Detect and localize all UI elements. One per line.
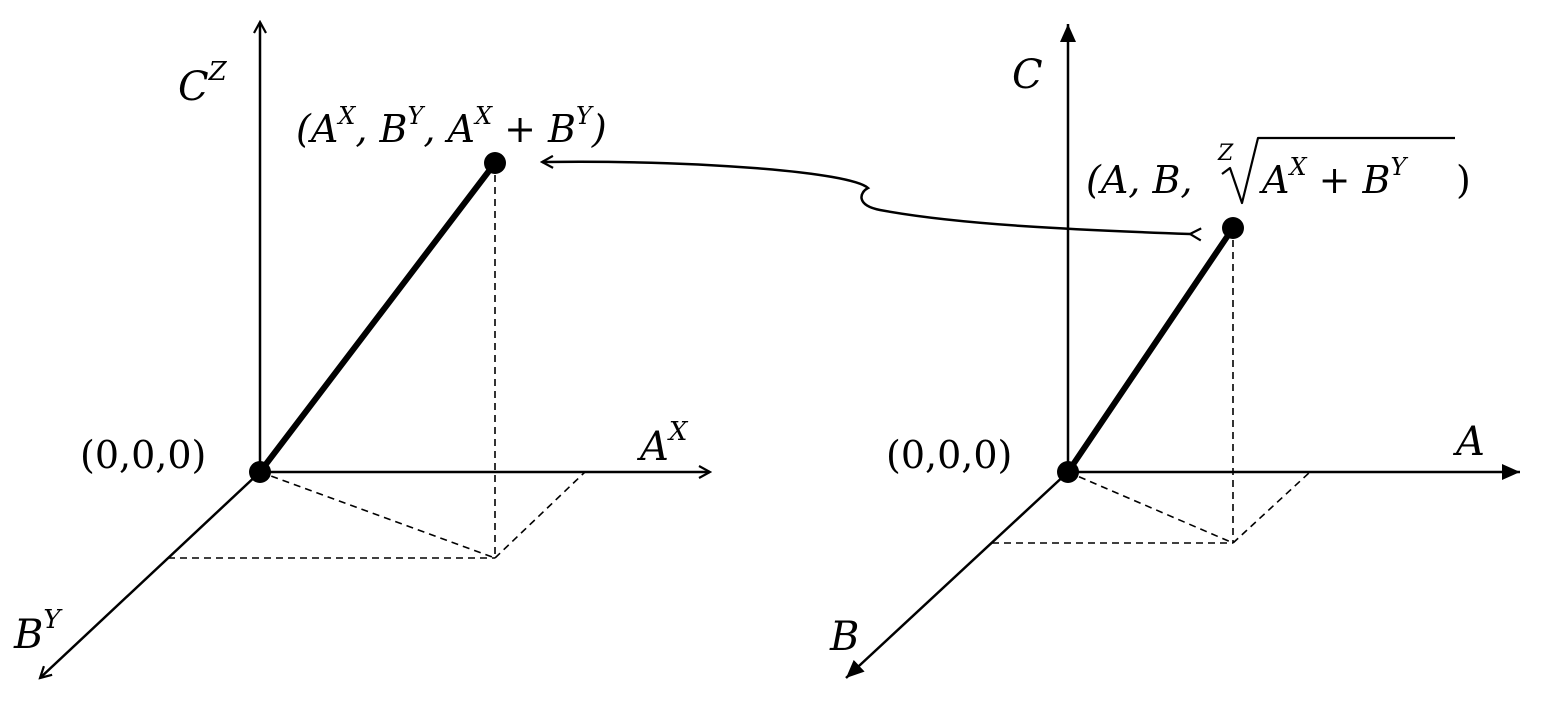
left-origin-dot bbox=[249, 461, 271, 483]
right-point-label: (A, B, Z AX + BY ) bbox=[1086, 136, 1471, 205]
left-diagram: CZ AX BY (0,0,0) (AX, BY, AX + BY) bbox=[13, 22, 710, 678]
left-projection-lines bbox=[168, 163, 586, 559]
radical-sign bbox=[1221, 136, 1455, 205]
right-point-dot bbox=[1222, 217, 1244, 239]
left-vector bbox=[257, 160, 498, 475]
root-index: Z bbox=[1217, 141, 1234, 166]
left-vertical-axis-label: CZ bbox=[178, 57, 228, 110]
svg-text:AX + BY: AX + BY bbox=[1259, 153, 1408, 202]
right-vector bbox=[1065, 225, 1236, 475]
right-depth-axis bbox=[845, 471, 1069, 679]
right-projection-lines bbox=[992, 228, 1311, 544]
left-point-dot bbox=[484, 152, 506, 174]
left-horizontal-axis-label: AX bbox=[636, 417, 689, 470]
left-point-label: (AX, BY, AX + BY) bbox=[296, 102, 607, 151]
left-origin-label: (0,0,0) bbox=[80, 433, 206, 477]
right-depth-axis-label: B bbox=[829, 614, 859, 660]
right-origin-dot bbox=[1057, 461, 1079, 483]
right-vertical-axis-label: C bbox=[1012, 52, 1043, 98]
right-horizontal-axis-label: A bbox=[1452, 419, 1485, 465]
mapping-arrow bbox=[542, 162, 1190, 234]
svg-text:(A, B,: (A, B, bbox=[1086, 158, 1192, 202]
svg-text:): ) bbox=[1456, 158, 1471, 202]
left-depth-axis-label: BY bbox=[13, 605, 63, 658]
left-depth-axis bbox=[40, 471, 261, 678]
right-origin-label: (0,0,0) bbox=[886, 433, 1012, 477]
right-diagram: C A B (0,0,0) (A, B, Z AX + BY ) bbox=[829, 24, 1520, 679]
